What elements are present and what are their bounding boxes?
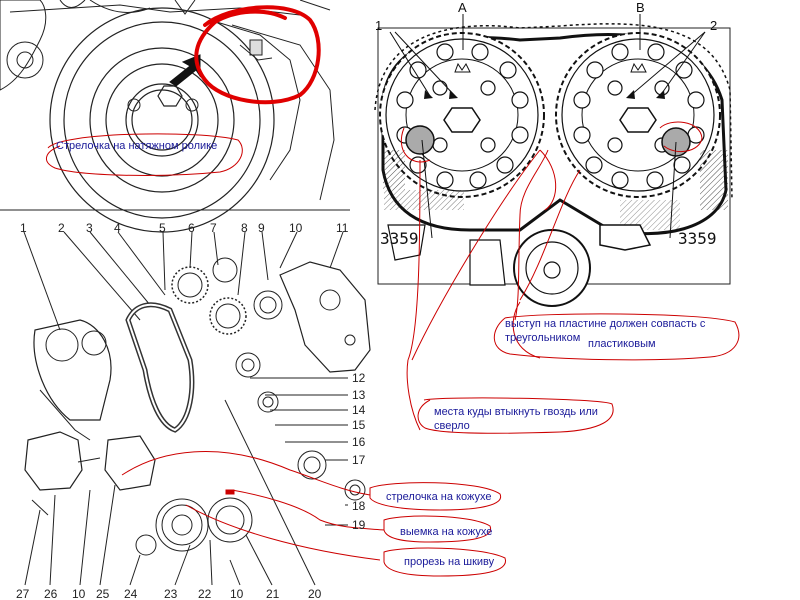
part-numbers-bottom: 27 26 10 25 24 23 22 10 21 20 [16, 587, 322, 600]
plate-ledge-note-line2: треугольником [505, 332, 581, 344]
part-number: 11 [336, 221, 349, 235]
annotation-bubbles [369, 149, 740, 577]
tool-left-label: 3359 [380, 229, 419, 248]
part-number: 3 [86, 221, 93, 235]
part-number: 9 [258, 221, 265, 235]
part-number: 15 [352, 418, 366, 432]
part-number: 10 [72, 587, 86, 600]
cover-arrow-note: стрелочка на кожухе [386, 491, 492, 503]
part-number: 25 [96, 587, 110, 600]
part-number: 14 [352, 403, 366, 417]
marker-2-label: 2 [710, 18, 717, 33]
part-numbers-top: 1 2 3 4 5 6 7 8 9 10 11 [20, 221, 349, 235]
part-number: 6 [188, 221, 195, 235]
part-number: 26 [44, 587, 58, 600]
tensioner-arrow-note: Стрелочка на натяжном ролике [56, 140, 218, 152]
part-number: 18 [352, 499, 366, 513]
camshaft-a-label: A [458, 0, 467, 15]
camshaft-b-label: B [636, 0, 645, 15]
part-number: 17 [352, 453, 366, 467]
plate-ledge-note-line3: пластиковым [588, 338, 656, 350]
part-number: 16 [352, 435, 366, 449]
part-numbers-right: 12 13 14 15 16 17 18 19 [352, 371, 366, 532]
part-number: 8 [241, 221, 248, 235]
part-number: 21 [266, 587, 280, 600]
camshaft-sprockets-drawing [374, 14, 733, 307]
part-number: 23 [164, 587, 178, 600]
part-number: 10 [230, 587, 244, 600]
pin-holes-note-line1: места куды втыкнуть гвоздь или [434, 406, 598, 418]
part-number: 2 [58, 221, 65, 235]
part-number: 5 [159, 221, 166, 235]
tensioner-pulley-drawing [0, 0, 350, 233]
tensioner-label-ellipse [46, 133, 243, 176]
part-number: 27 [16, 587, 30, 600]
part-number: 20 [308, 587, 322, 600]
part-number: 22 [198, 587, 212, 600]
exploded-view-drawing [23, 231, 371, 586]
tool-right-label: 3359 [678, 229, 717, 248]
marker-1-label: 1 [375, 18, 382, 33]
part-number: 19 [352, 518, 366, 532]
red-highlight-circle [194, 5, 321, 105]
part-number: 12 [352, 371, 366, 385]
part-number: 7 [210, 221, 217, 235]
pin-holes-note-line2: сверло [434, 420, 470, 432]
cover-notch-note: выемка на кожухе [400, 526, 493, 538]
pulley-slot-note: прорезь на шкиву [404, 556, 495, 568]
part-number: 4 [114, 221, 121, 235]
tensioner-arrow-icon [169, 54, 201, 87]
tool-right-highlight [659, 121, 703, 153]
part-number: 10 [289, 221, 303, 235]
bottom-left-red-annotations [121, 451, 385, 561]
part-number: 24 [124, 587, 138, 600]
plate-ledge-note-line1: выступ на пластине должен совпасть с [505, 318, 706, 330]
part-number: 1 [20, 221, 27, 235]
part-number: 13 [352, 388, 366, 402]
